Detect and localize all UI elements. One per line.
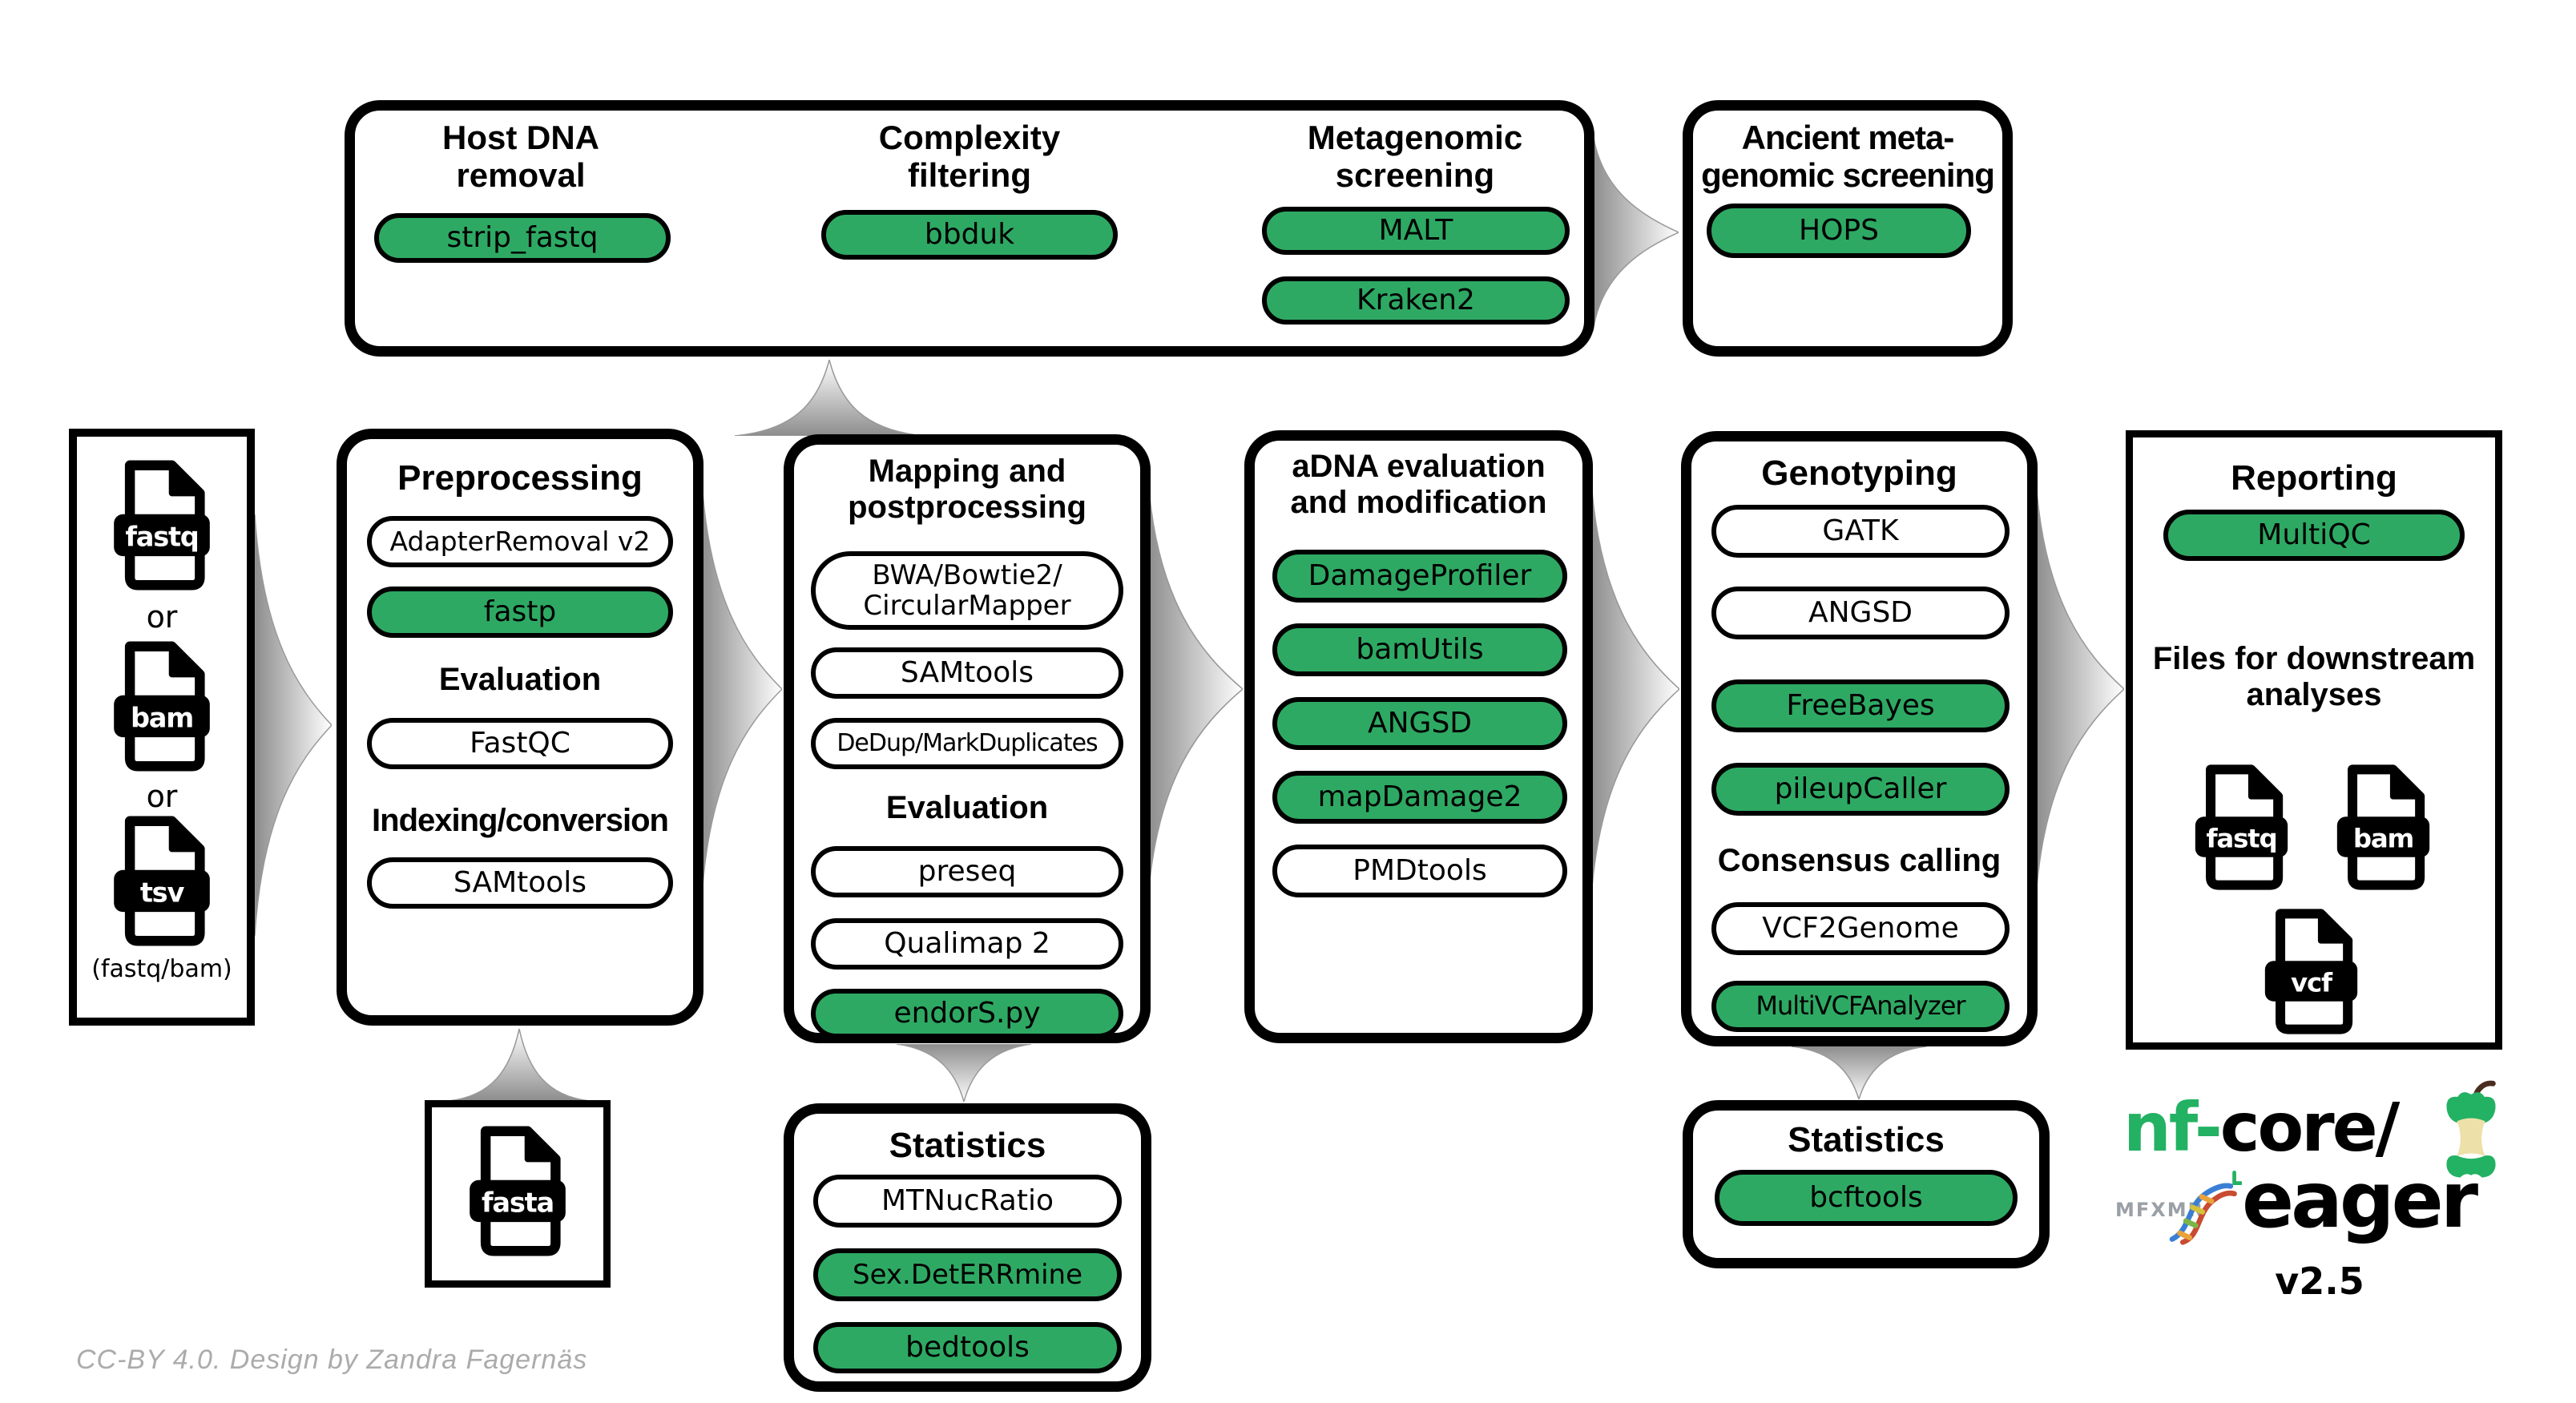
tool-pill-mtnucratio: MTNucRatio [813,1175,1122,1228]
tsv-file-icon: tsv [114,816,210,946]
tool-pill-multiqc: MultiQC [2163,510,2465,561]
flow-arrow-preprocessing-to-mapping [702,482,782,897]
apple-core-icon [2446,1080,2496,1178]
tool-pill-angsd-genotyping: ANGSD [1711,587,2010,639]
license-credit: CC-BY 4.0. Design by Zandra Fagernäs [76,1345,588,1375]
flow-arrow-mapping-to-screening [734,360,925,436]
nf-core-wordmark: nf-core/ [2123,1088,2401,1167]
tool-pill-pileupcaller: pileupCaller [1711,763,2010,816]
bam-file-icon: bam [114,641,210,772]
tool-pill-preseq: preseq [811,846,1123,897]
tool-pill-bbduk: bbduk [821,210,1118,260]
eager-wordmark: eager [2242,1155,2478,1245]
tool-pill-bedtools: bedtools [813,1322,1122,1373]
mapping-title: Mapping and postprocessing [848,454,1086,525]
tool-pill-samtools-preprocessing: SAMtools [367,857,673,909]
complexity-filtering-title: Complexity filtering [878,119,1061,195]
tool-pill-qualimap2: Qualimap 2 [811,918,1123,970]
downstream-files-subtitle: Files for downstream analyses [2152,641,2476,712]
fasta-file-icon: fasta [470,1126,566,1256]
tool-pill-sexdeterrmine: Sex.DetERRmine [813,1248,1122,1301]
version-label: v2.5 [2275,1260,2364,1303]
genotyping-title: Genotyping [1761,454,1957,493]
tool-pill-kraken2: Kraken2 [1262,276,1570,325]
tool-pill-vcf2genome: VCF2Genome [1711,902,2010,955]
metagenomic-screening-title: Metagenomic screening [1307,119,1523,195]
flow-arrow-genotyping-to-statistics [1791,1046,1927,1099]
evaluation-subtitle: Evaluation [885,790,1049,825]
flow-arrow-genotyping-to-reporting [2036,482,2124,897]
tool-pill-pmdtools: PMDtools [1272,845,1567,897]
tool-pill-damageprofiler: DamageProfiler [1272,550,1567,603]
svg-text:fasta: fasta [482,1187,554,1219]
tool-pill-freebayes: FreeBayes [1711,679,2010,732]
tool-pill-bamutils: bamUtils [1272,623,1567,676]
tool-pill-multivcfanalyzer: MultiVCFAnalyzer [1711,981,2010,1032]
core-suffix: core/ [2219,1088,2401,1167]
bam-output-file-icon: bam [2336,764,2430,890]
host-dna-removal-title: Host DNA removal [442,119,599,195]
evaluation-subtitle: Evaluation [438,662,602,697]
tool-pill-strip-fastq: strip_fastq [374,213,671,263]
tool-pill-samtools-mapping: SAMtools [811,647,1123,699]
preprocessing-title: Preprocessing [397,458,643,498]
flow-arrow-input-to-preprocessing [255,514,332,937]
tool-pill-malt: MALT [1262,207,1570,255]
tool-pill-fastqc: FastQC [367,718,673,769]
or-label: or [146,599,178,635]
tool-pill-hops: HOPS [1707,204,1971,258]
flow-arrow-fasta-to-preprocessing [448,1029,591,1101]
input-format-note: (fastq/bam) [91,955,232,983]
ancient-screening-title: Ancient meta- genomic screening [1701,119,1995,195]
svg-text:bam: bam [131,703,193,734]
fastq-file-icon: fastq [114,460,210,591]
reporting-title: Reporting [2231,458,2397,498]
svg-text:fastq: fastq [125,522,198,553]
mapping-statistics-title: Statistics [889,1126,1046,1165]
tool-pill-bcftools: bcftools [1715,1170,2018,1226]
flow-arrow-mapping-to-adna [1148,482,1243,897]
fastq-output-file-icon: fastq [2195,764,2288,890]
tool-pill-endors-py: endorS.py [811,989,1123,1038]
dna-helix-icon [2169,1170,2242,1245]
tool-pill-bwa-bowtie2-circularmapper: BWA/Bowtie2/ CircularMapper [811,551,1123,630]
flow-arrow-screening-to-ancient [1593,133,1679,332]
flow-arrow-mapping-to-statistics [896,1044,1032,1102]
tool-pill-mapdamage2: mapDamage2 [1272,771,1567,824]
vcf-output-file-icon: vcf [2264,909,2358,1034]
svg-text:vcf: vcf [2291,968,2333,998]
svg-text:bam: bam [2353,824,2413,854]
tool-pill-adapterremoval: AdapterRemoval v2 [367,516,673,567]
genotyping-statistics-title: Statistics [1788,1120,1945,1159]
indexing-conversion-subtitle: Indexing/conversion [372,803,669,838]
tool-pill-dedup-markduplicates: DeDup/MarkDuplicates [811,718,1123,769]
tool-pill-gatk: GATK [1711,505,2010,558]
tool-pill-angsd-adna: ANGSD [1272,697,1567,750]
flow-arrow-adna-to-genotyping [1591,482,1679,897]
nf-prefix: nf- [2123,1088,2223,1167]
tool-pill-fastp: fastp [367,587,673,638]
consensus-calling-subtitle: Consensus calling [1717,843,2002,878]
svg-text:tsv: tsv [140,877,185,909]
or-label: or [146,779,178,814]
adna-title: aDNA evaluation and modification [1290,449,1547,520]
svg-text:fastq: fastq [2206,824,2276,854]
